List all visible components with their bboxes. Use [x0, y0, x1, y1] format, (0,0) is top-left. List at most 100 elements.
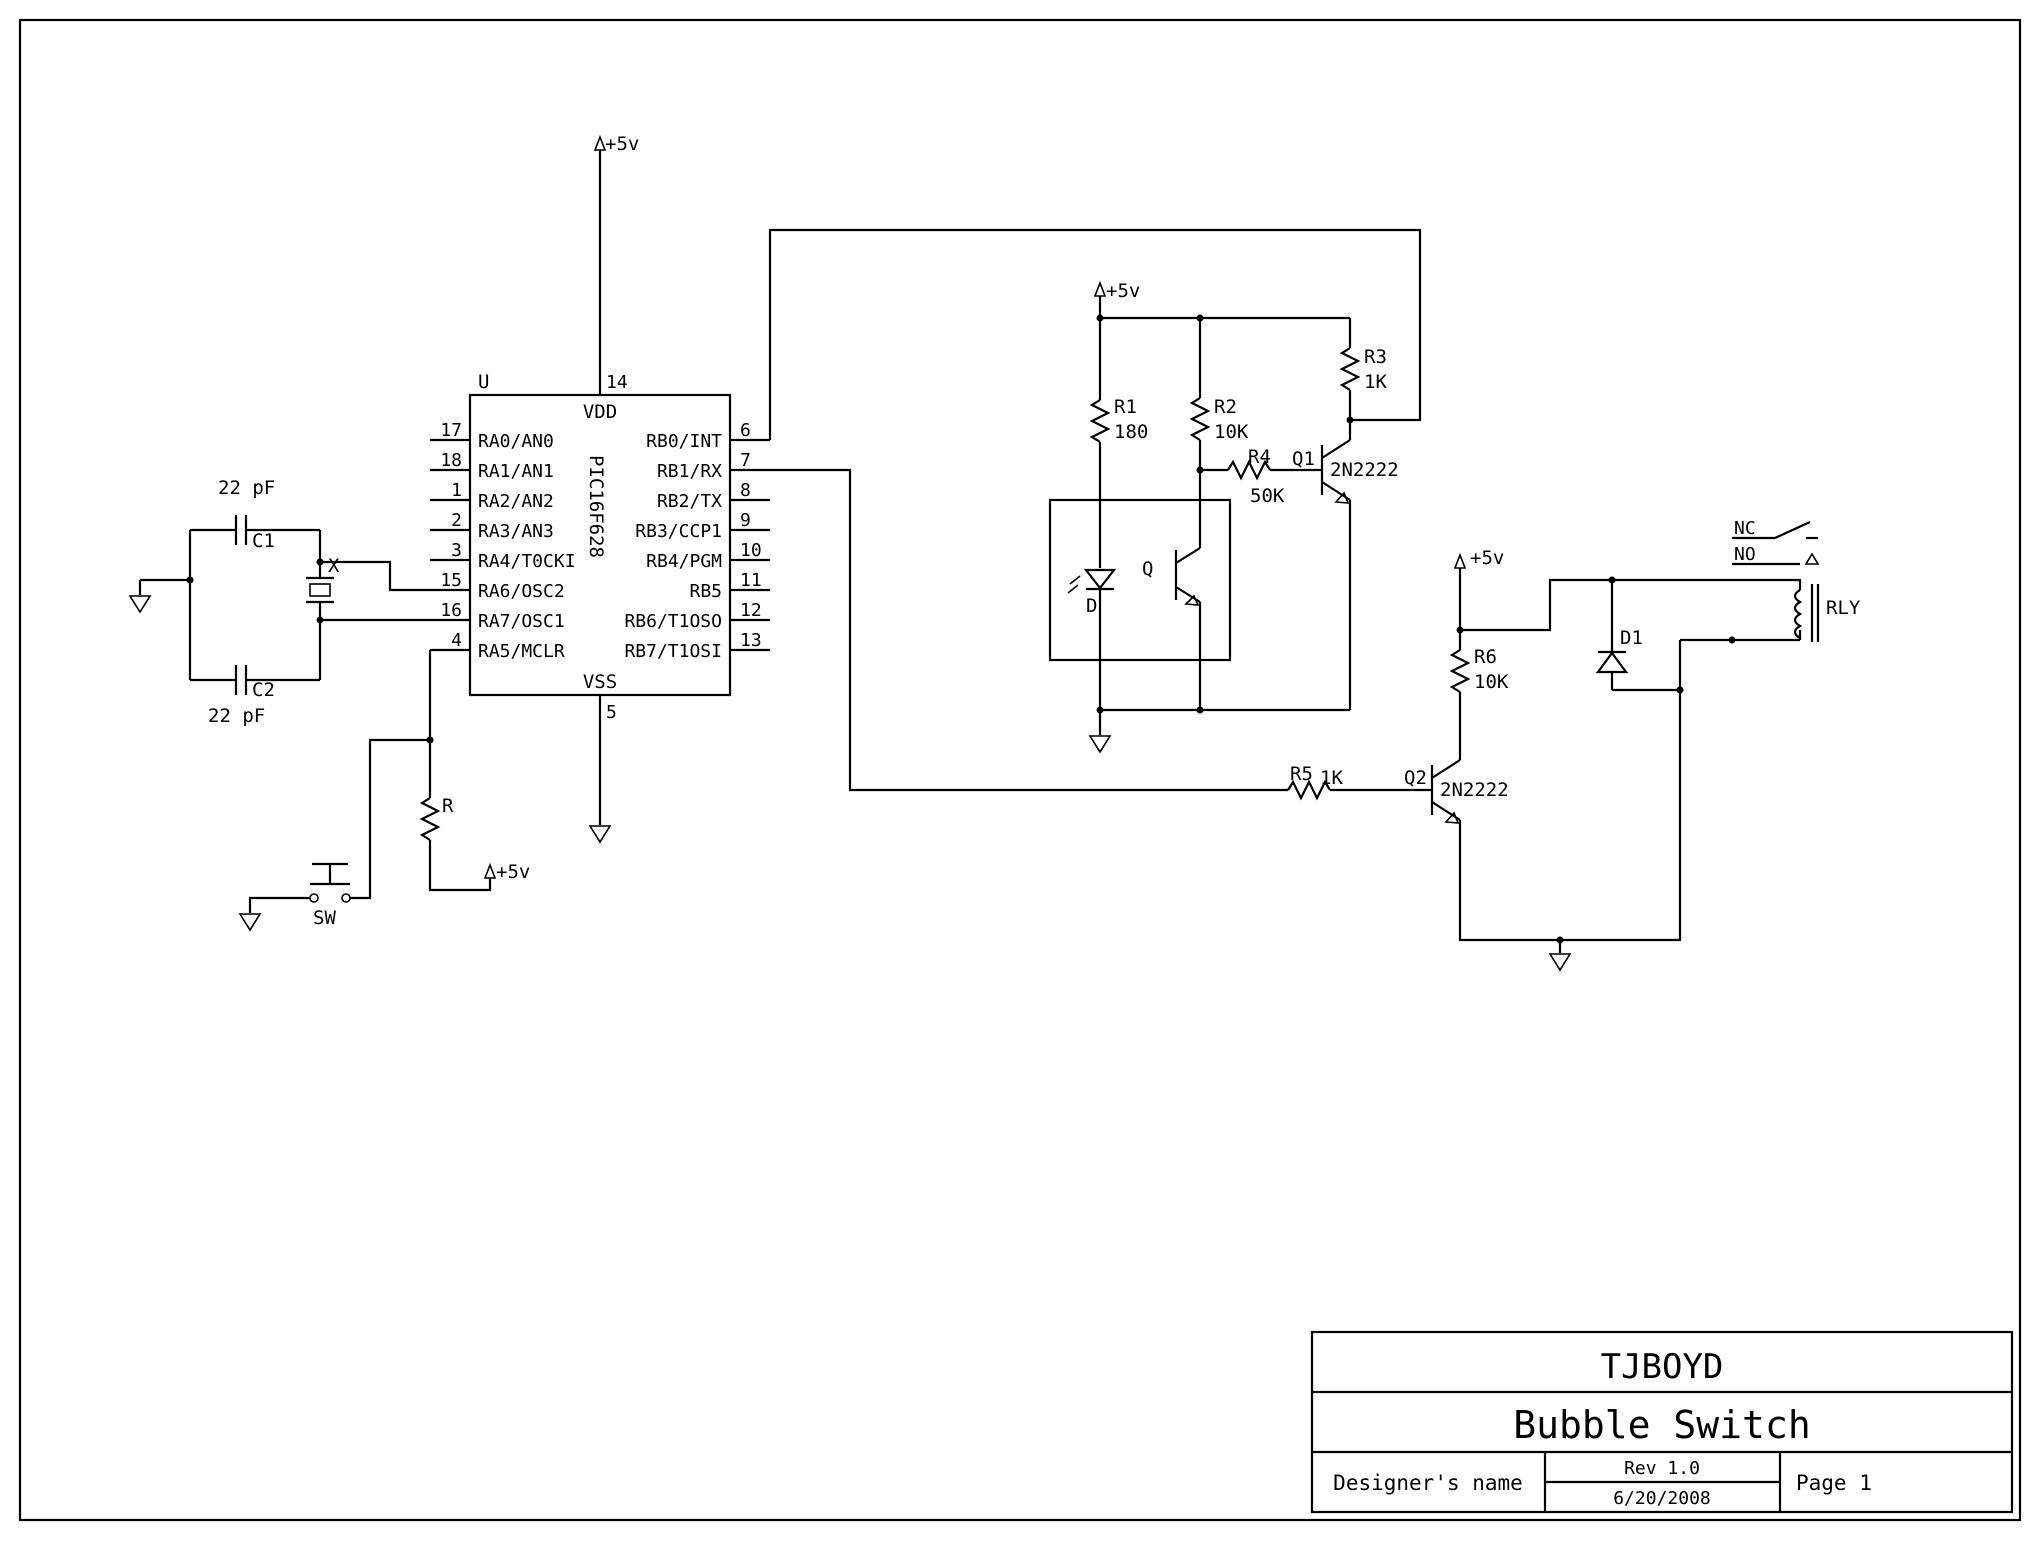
mcu-vdd-pin-number: 14: [606, 372, 628, 393]
junction-dot: [1728, 636, 1736, 644]
mcu-left-pin-name: RA1/AN1: [478, 461, 554, 482]
vcc-label: +5v: [1470, 547, 1504, 569]
mcu-part-label: PIC16F628: [585, 455, 607, 558]
r-wire: [428, 840, 492, 892]
mcu-right-pin-num: 7: [740, 450, 751, 471]
designer-name: Designer's name: [1333, 1471, 1523, 1495]
mcu-right-pin-name: RB2/TX: [657, 491, 722, 512]
mcu-right-pin-num: 9: [740, 510, 751, 531]
vcc-label: +5v: [1106, 280, 1140, 302]
sw-contact: [341, 893, 351, 903]
sheet-border: [18, 18, 2022, 1522]
oscillator-circuit: C1 22 pF C2 22 pF X: [128, 477, 430, 727]
r6-label: R6: [1474, 646, 1497, 668]
title-block-frame: [1310, 1330, 2014, 1514]
mcu-right-pin-num: 6: [740, 420, 751, 441]
sw-wire: [350, 738, 430, 900]
mcu-right-pin-num: 10: [740, 540, 762, 561]
r6-value: 10K: [1474, 671, 1509, 693]
relay-nc-label: NC: [1734, 518, 1756, 539]
mcu-left-pin-name: RA7/OSC1: [478, 611, 565, 632]
osc2-wire: [320, 560, 430, 592]
mcu-vss-ground: [588, 725, 612, 844]
mcu-ref-label: U: [478, 371, 489, 393]
r4-resistor: [1227, 459, 1271, 481]
r5-value: 1K: [1320, 767, 1343, 789]
ground-icon: [1548, 953, 1572, 972]
q2-part: 2N2222: [1440, 779, 1509, 801]
mcu-left-pin-num: 1: [451, 480, 462, 501]
mcu-right-pin-name: RB0/INT: [646, 431, 722, 452]
r3-label: R3: [1364, 346, 1387, 368]
relay-label: RLY: [1826, 597, 1861, 619]
c1-label: C1: [252, 530, 275, 552]
mcu-left-pin-num: 2: [451, 510, 462, 531]
c2-label: C2: [252, 679, 275, 701]
mcu-left-pin-name: RA6/OSC2: [478, 581, 565, 602]
mcu-right-pin-num: 13: [740, 630, 762, 651]
mcu-right-pin-num: 12: [740, 600, 762, 621]
r2-label: R2: [1214, 396, 1237, 418]
r2-resistor: [1189, 397, 1211, 441]
rb1-drive-wire: [770, 468, 1288, 792]
mcu-left-pin-name: RA0/AN0: [478, 431, 554, 452]
phototransistor-collector: [1175, 547, 1201, 564]
relay-driver-circuit: R5 1K Q2 2N2222 +5v R6 10K D1: [770, 468, 1861, 972]
emitter-arrow-icon: [1444, 811, 1460, 824]
mcu-right-pin-name: RB7/T1OSI: [624, 641, 722, 662]
sw-label: SW: [313, 907, 336, 929]
ground-icon: [238, 913, 262, 932]
q1-collector: [1321, 439, 1351, 459]
mcu-right-pin-name: RB1/RX: [657, 461, 722, 482]
r2-value: 10K: [1214, 421, 1249, 443]
mcu-right-pin-name: RB3/CCP1: [635, 521, 722, 542]
crystal-body: [309, 583, 331, 597]
r1-value: 180: [1114, 421, 1148, 443]
mcu-vss-label: VSS: [583, 671, 617, 693]
r4-value: 50K: [1250, 485, 1285, 507]
mcu-left-pin-name: RA5/MCLR: [478, 641, 565, 662]
vcc-arrow-icon: [483, 862, 497, 879]
ground-icon: [1088, 735, 1112, 754]
mcu-vdd-supply: +5v: [593, 133, 639, 365]
mcu-vss-pin-number: 5: [606, 702, 617, 723]
ground-icon: [128, 595, 152, 614]
drawing-title: Bubble Switch: [1513, 1403, 1810, 1447]
vcc-arrow-icon: [1453, 552, 1467, 569]
mcu-right-pin-num: 8: [740, 480, 751, 501]
vcc-arrow-icon: [1093, 280, 1107, 297]
mcu-left-pin-num: 18: [440, 450, 462, 471]
mcu-right-pin-name: RB4/PGM: [646, 551, 722, 572]
r-resistor: [419, 797, 441, 841]
sensor-circuit: +5v R1 180 D Q R2 10K: [768, 228, 1422, 754]
crystal-label: X: [328, 555, 340, 577]
r-label: R: [442, 795, 454, 817]
sw-ground-wire: [248, 896, 310, 913]
opto-diode-label: D: [1086, 595, 1097, 617]
r4-label: R4: [1248, 446, 1271, 468]
ground-icon: [588, 825, 612, 844]
q1-part: 2N2222: [1330, 459, 1399, 481]
drawing-date: 6/20/2008: [1613, 1488, 1711, 1509]
mcu-left-pin-num: 15: [440, 570, 462, 591]
led-light-arrow: [1067, 584, 1079, 594]
r6-resistor: [1449, 649, 1471, 693]
mcu-left-pin-num: 4: [451, 630, 462, 651]
optocoupler-box: [1048, 498, 1232, 662]
c2-value: 22 pF: [208, 705, 265, 727]
opto-transistor-label: Q: [1142, 558, 1153, 580]
mcu-left-pin-num: 3: [451, 540, 462, 561]
mcu-right-pin-name: RB5: [689, 581, 722, 602]
relay-armature: [1774, 520, 1811, 540]
mcu-left-pin-num: 17: [440, 420, 462, 441]
r3-resistor: [1339, 347, 1361, 391]
emitter-arrow-icon: [1334, 491, 1350, 504]
r5-resistor: [1287, 779, 1331, 801]
relay-no-label: NO: [1734, 544, 1756, 565]
relay-ground-rail: [1458, 690, 1682, 942]
relay-coil-icon: [1793, 589, 1803, 640]
c1-value: 22 pF: [218, 477, 275, 499]
emitter-arrow-icon: [1184, 594, 1200, 606]
sw-contact: [309, 893, 319, 903]
